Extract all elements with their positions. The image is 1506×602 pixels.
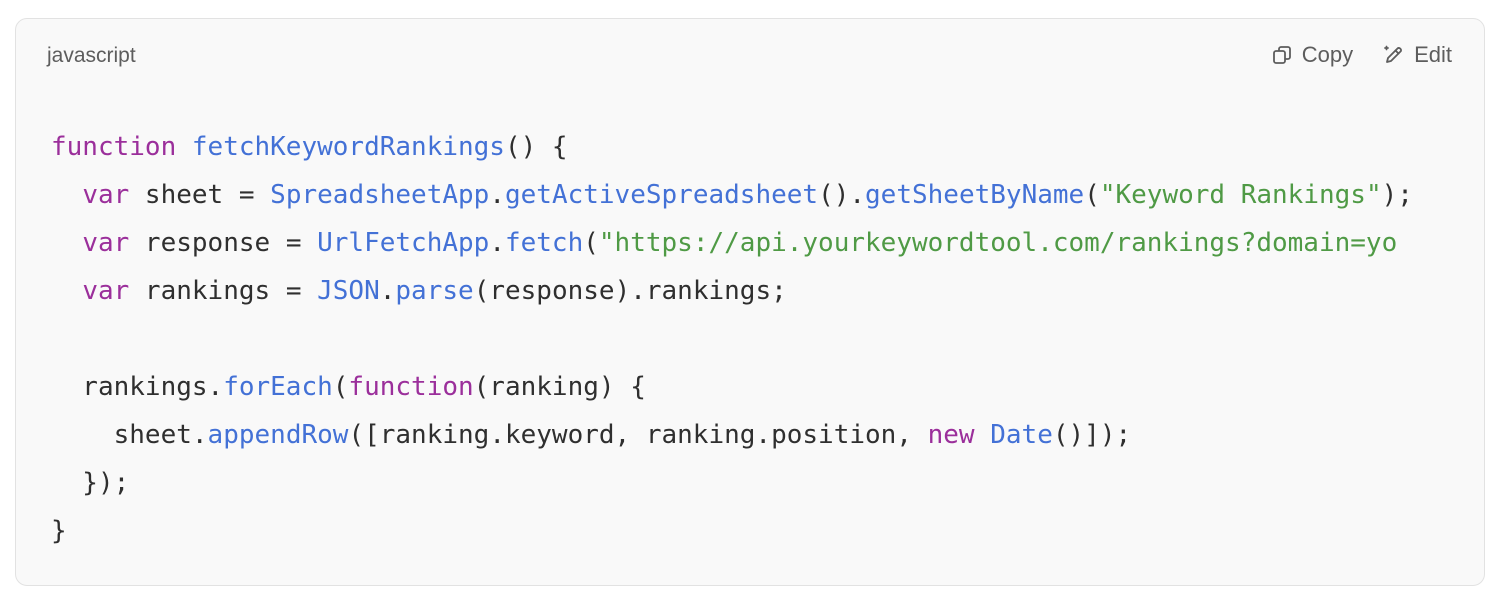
code-token: [51, 276, 82, 306]
copy-button-label: Copy: [1301, 42, 1354, 67]
pencil-icon: [1383, 44, 1405, 66]
code-token: "Keyword Rankings": [1099, 180, 1382, 210]
code-token: response =: [129, 228, 318, 258]
code-token: [975, 420, 991, 450]
code-line: var rankings = JSON.parse(response).rank…: [51, 267, 1484, 315]
code-token: );: [1381, 180, 1413, 210]
edit-button-label: Edit: [1414, 42, 1452, 67]
code-token: (: [332, 372, 349, 402]
code-token: var: [82, 180, 130, 210]
code-token: ([ranking.keyword, ranking.position,: [348, 420, 928, 450]
code-token: [51, 180, 82, 210]
code-line: [51, 315, 1484, 363]
code-line: }: [51, 507, 1484, 555]
code-token: ().: [818, 180, 866, 210]
code-token: ()]);: [1052, 420, 1132, 450]
code-line: sheet.appendRow([ranking.keyword, rankin…: [51, 411, 1484, 459]
code-token: appendRow: [207, 420, 349, 450]
code-token: UrlFetchApp: [317, 228, 490, 258]
code-token: Date: [990, 420, 1053, 450]
code-block: javascript Copy: [15, 18, 1485, 586]
code-token: rankings =: [129, 276, 318, 306]
code-token: .: [379, 276, 396, 306]
code-line: function fetchKeywordRankings() {: [51, 123, 1484, 171]
language-label: javascript: [47, 44, 136, 67]
code-token: [51, 228, 82, 258]
code-token: rankings.: [51, 372, 224, 402]
code-token: forEach: [223, 372, 333, 402]
code-token: (: [583, 228, 599, 258]
code-token: () {: [504, 132, 568, 162]
copy-button[interactable]: Copy: [1271, 40, 1353, 70]
code-block-header: javascript Copy: [16, 19, 1484, 93]
code-token: var: [82, 276, 130, 306]
code-area[interactable]: function fetchKeywordRankings() { var sh…: [16, 123, 1484, 563]
code-actions: Copy Edit: [1271, 40, 1452, 70]
code-token: var: [82, 228, 130, 258]
code-token: SpreadsheetApp: [270, 180, 490, 210]
code-line: });: [51, 459, 1484, 507]
code-token: parse: [395, 276, 474, 306]
code-token: getSheetByName: [865, 180, 1085, 210]
code-token: sheet.: [51, 420, 208, 450]
code-token: .: [489, 180, 505, 210]
code-token: JSON: [317, 276, 380, 306]
code-token: function: [348, 372, 474, 402]
edit-button[interactable]: Edit: [1383, 40, 1452, 70]
code-content: function fetchKeywordRankings() { var sh…: [16, 123, 1484, 555]
copy-icon: [1271, 44, 1293, 66]
code-token: (: [1084, 180, 1100, 210]
code-token: .: [489, 228, 505, 258]
code-token: function: [51, 132, 177, 162]
code-token: });: [51, 468, 130, 498]
code-token: [176, 132, 192, 162]
code-token: getActiveSpreadsheet: [504, 180, 819, 210]
code-line: var sheet = SpreadsheetApp.getActiveSpre…: [51, 171, 1484, 219]
code-line: rankings.forEach(function(ranking) {: [51, 363, 1484, 411]
code-line: var response = UrlFetchApp.fetch("https:…: [51, 219, 1484, 267]
code-token: new: [927, 420, 975, 450]
code-token: fetch: [504, 228, 584, 258]
code-token: (ranking) {: [473, 372, 646, 402]
code-token: }: [51, 516, 67, 546]
code-token: "https://api.yourkeywordtool.com/ranking…: [598, 228, 1398, 258]
code-token: sheet =: [129, 180, 271, 210]
code-token: fetchKeywordRankings: [191, 132, 505, 162]
code-token: (response).rankings;: [473, 276, 787, 306]
